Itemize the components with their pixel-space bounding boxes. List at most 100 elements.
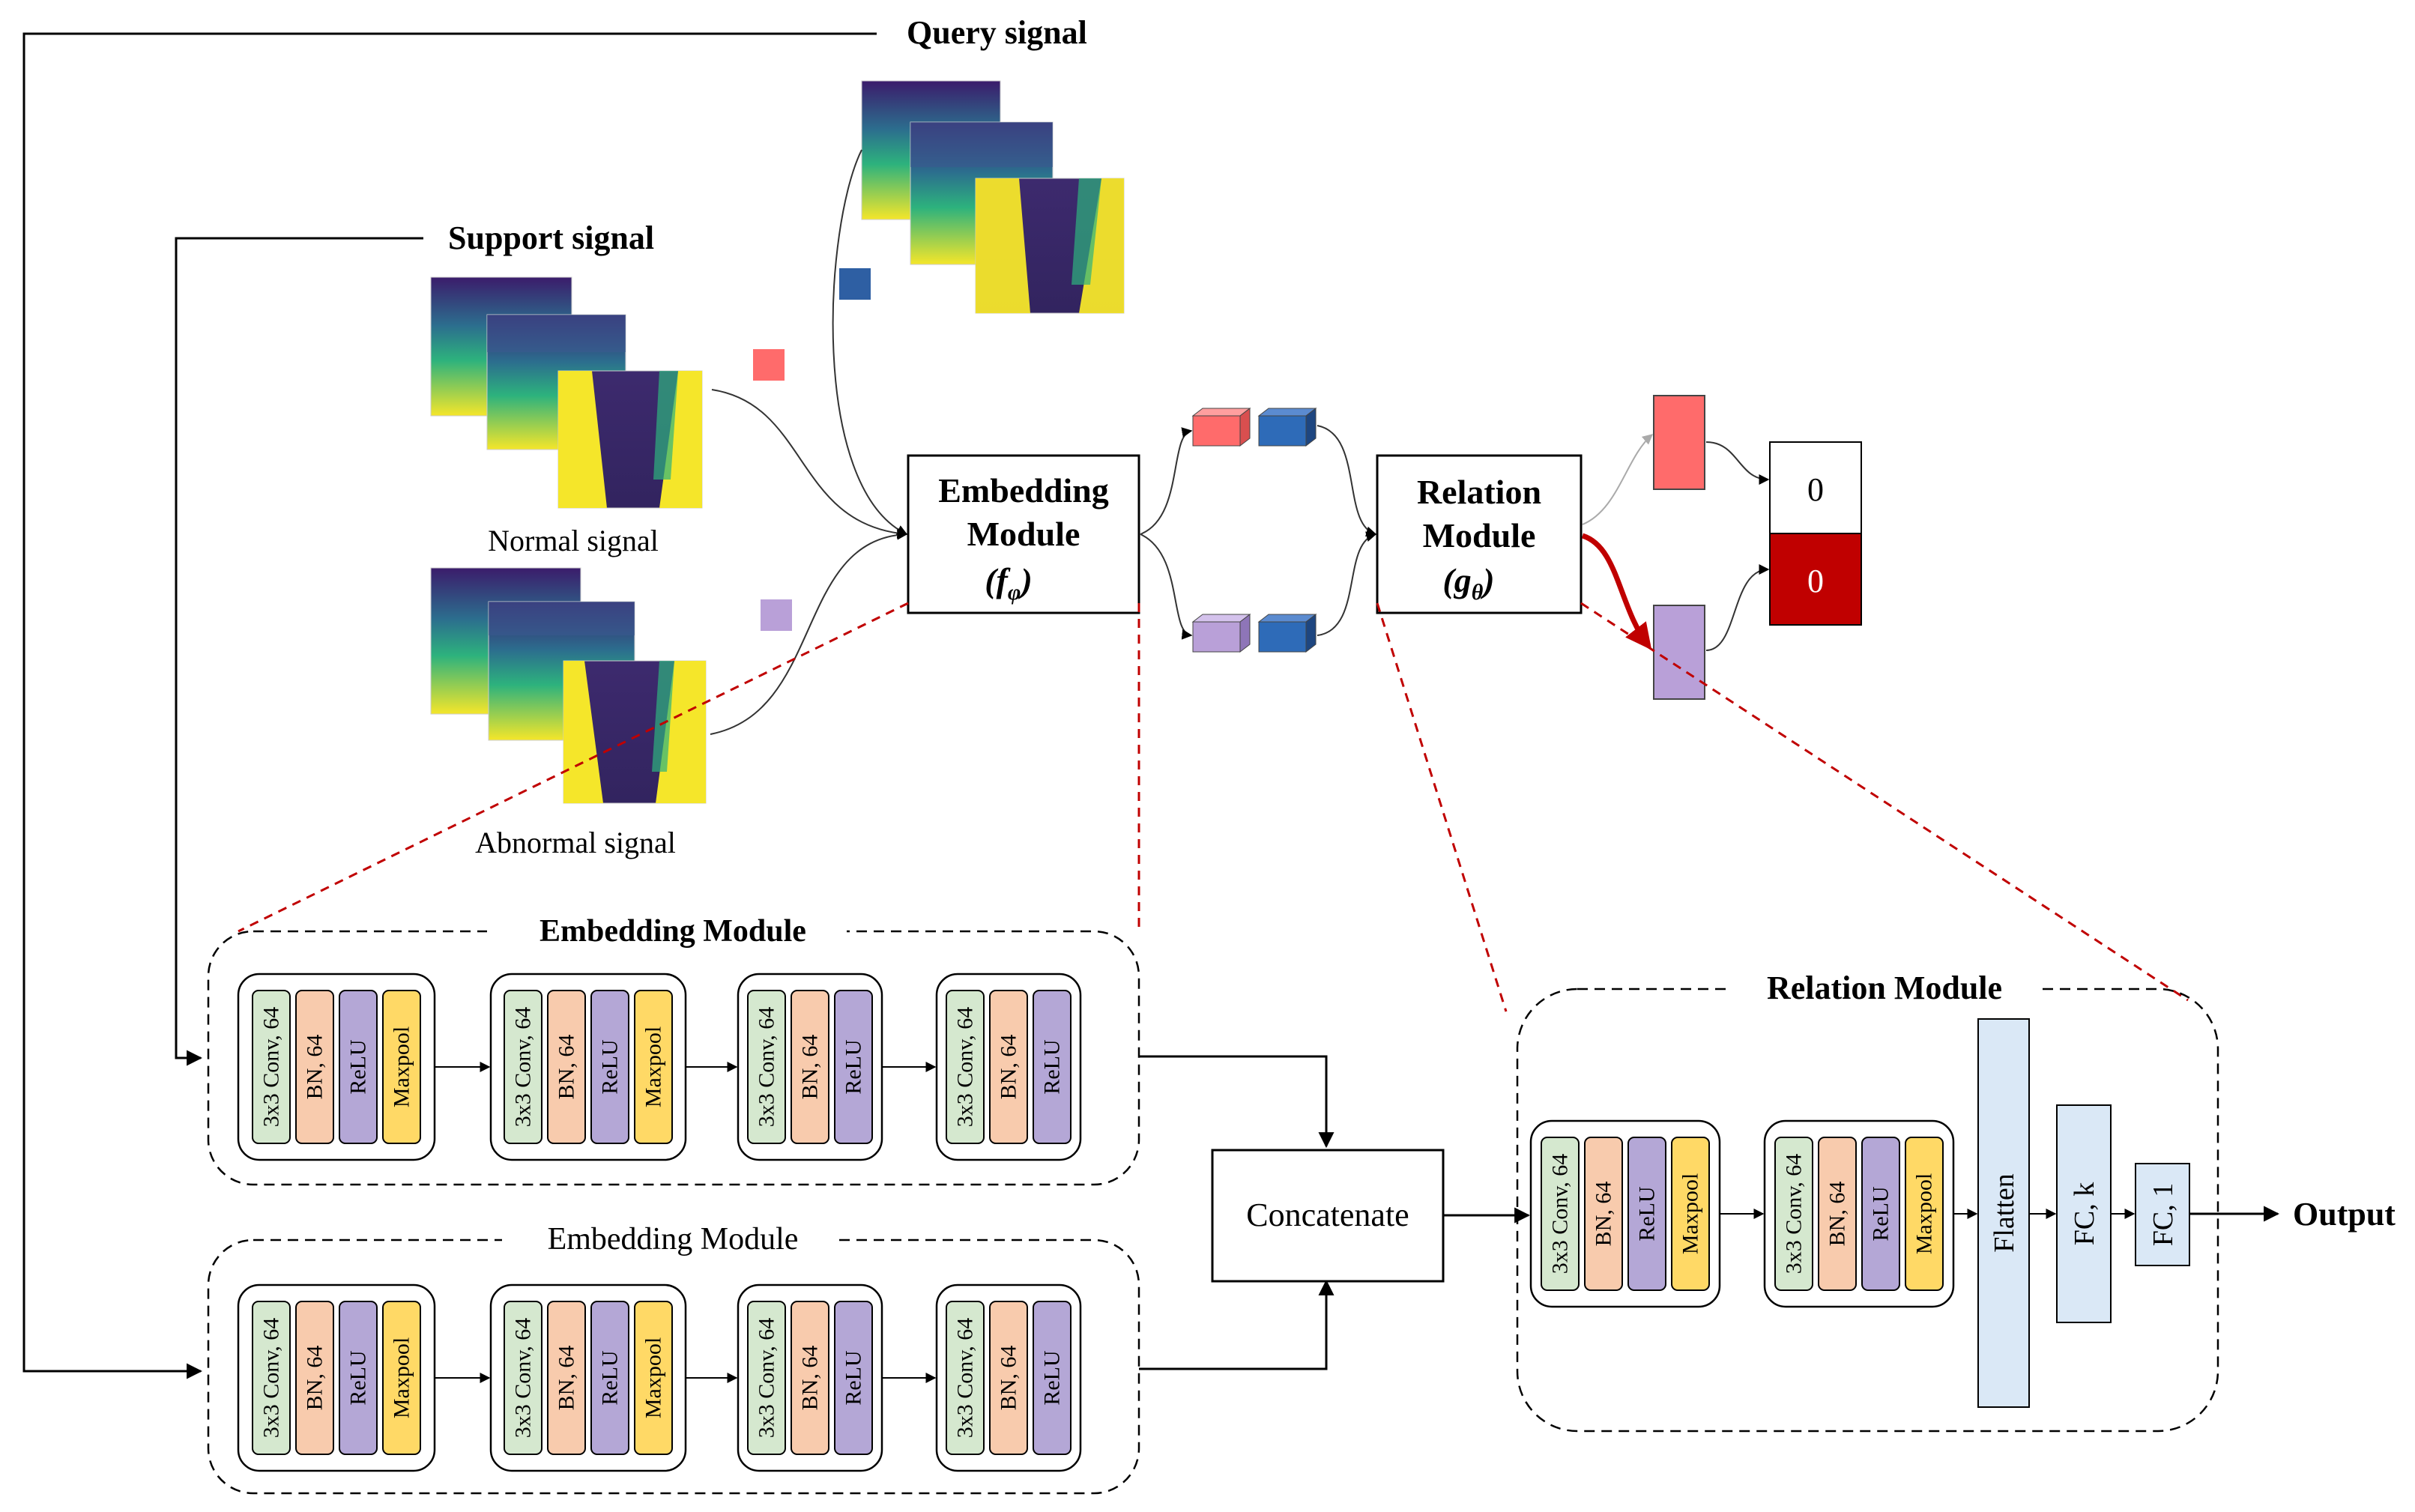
purple-feature-cube (1191, 613, 1251, 653)
embedding-symbol: (fφ) (985, 561, 1033, 605)
layer-label-relu: ReLU (598, 1350, 623, 1406)
layer-label-bn: BN, 64 (798, 1035, 823, 1100)
layer-label-maxpool: Maxpool (1678, 1173, 1703, 1254)
layer-label-conv: 3x3 Conv, 64 (755, 1007, 779, 1128)
abnormal-signal-label: Abnormal signal (475, 826, 676, 859)
layer-label-conv: 3x3 Conv, 64 (953, 1318, 978, 1439)
abnormal-feature-square (761, 599, 792, 631)
support-signal-label: Support signal (448, 220, 654, 256)
layer-conv: 3x3 Conv, 64 (747, 1301, 786, 1455)
embedding-module-detail-support: Embedding Module (207, 905, 1140, 1186)
support-signal-line (175, 237, 423, 1066)
conv-block: 3x3 Conv, 64 BN, 64 ReLU (737, 1283, 883, 1472)
layer-label-relu: ReLU (841, 1350, 866, 1406)
layer-label-relu: ReLU (598, 1039, 623, 1095)
layer-relu: ReLU (1033, 990, 1072, 1144)
relation-symbol: (gθ) (1442, 561, 1494, 605)
layer-conv: 3x3 Conv, 64 (946, 1301, 985, 1455)
score-top-value: 0 (1807, 471, 1824, 508)
layer-bn: BN, 64 (295, 990, 334, 1144)
layer-conv: 3x3 Conv, 64 (252, 990, 291, 1144)
relation-module-detail: Relation Module (1516, 961, 2219, 1433)
conv-block: 3x3 Conv, 64 BN, 64 ReLU (935, 1283, 1082, 1472)
embedding-title-line2: Module (967, 515, 1080, 553)
fc-1-label: FC, 1 (2147, 1183, 2179, 1246)
layer-label-relu: ReLU (1635, 1186, 1660, 1242)
layer-label-maxpool: Maxpool (390, 1337, 414, 1418)
layer-label-maxpool: Maxpool (641, 1337, 666, 1418)
relation-title-line2: Module (1423, 516, 1536, 554)
embedding-output-curves (1140, 427, 1193, 640)
layer-bn: BN, 64 (989, 1301, 1028, 1455)
layer-label-bn: BN, 64 (1592, 1182, 1616, 1247)
fc-k-label: FC, k (2069, 1182, 2100, 1245)
layer-relu: ReLU (339, 1301, 378, 1455)
layer-label-bn: BN, 64 (798, 1346, 823, 1411)
conv-block: 3x3 Conv, 64 BN, 64 ReLU Maxpool (489, 1283, 687, 1472)
red-score-bar (1653, 395, 1705, 490)
embedding-module-detail-title-plain: Embedding Module (548, 1222, 799, 1257)
relation-module-detail-title: Relation Module (1767, 970, 2002, 1006)
relation-title-line1: Relation (1417, 473, 1541, 511)
layer-label-relu: ReLU (346, 1039, 371, 1095)
layer-label-relu: ReLU (1040, 1350, 1065, 1406)
embedding-module-detail-title: Embedding Module (539, 914, 806, 949)
layer-relu: ReLU (1627, 1137, 1666, 1291)
concatenated-features-abnormal (1191, 613, 1317, 653)
layer-maxpool: Maxpool (1671, 1137, 1710, 1291)
layer-label-bn: BN, 64 (554, 1035, 579, 1100)
concatenate-box: Concatenate (1211, 1149, 1445, 1283)
layer-label-bn: BN, 64 (997, 1346, 1021, 1411)
layer-relu: ReLU (590, 1301, 629, 1455)
query-signal-line (22, 32, 877, 1379)
concatenate-label: Concatenate (1246, 1197, 1409, 1233)
layer-relu: ReLU (339, 990, 378, 1144)
layer-label-bn: BN, 64 (554, 1346, 579, 1411)
layer-label-relu: ReLU (1869, 1186, 1893, 1242)
normal-spectrogram-stack (430, 276, 703, 509)
normal-feature-square (753, 349, 785, 381)
layer-maxpool: Maxpool (634, 1301, 673, 1455)
relation-module-box: Relation Module (gθ) (1376, 454, 1583, 614)
layer-label-conv: 3x3 Conv, 64 (755, 1318, 779, 1439)
layer-conv: 3x3 Conv, 64 (1541, 1137, 1580, 1291)
flatten-layer: Flatten (1977, 1018, 2030, 1408)
fc-k-layer: FC, k (2056, 1104, 2112, 1323)
layer-label-bn: BN, 64 (303, 1346, 327, 1411)
layer-bn: BN, 64 (295, 1301, 334, 1455)
embedding-title-line1: Embedding (938, 471, 1109, 509)
layer-maxpool: Maxpool (382, 1301, 421, 1455)
purple-score-bar (1653, 605, 1705, 700)
layer-label-conv: 3x3 Conv, 64 (953, 1007, 978, 1128)
layer-conv: 3x3 Conv, 64 (252, 1301, 291, 1455)
layer-label-maxpool: Maxpool (641, 1026, 666, 1107)
embedding-module-box: Embedding Module (fφ) (907, 454, 1140, 614)
layer-label-bn: BN, 64 (997, 1035, 1021, 1100)
layer-conv: 3x3 Conv, 64 (504, 1301, 542, 1455)
layer-label-relu: ReLU (346, 1350, 371, 1406)
input-curves (710, 149, 908, 735)
layer-bn: BN, 64 (989, 990, 1028, 1144)
layer-label-conv: 3x3 Conv, 64 (511, 1318, 536, 1439)
layer-relu: ReLU (834, 1301, 873, 1455)
layer-maxpool: Maxpool (382, 990, 421, 1144)
layer-bn: BN, 64 (1584, 1137, 1623, 1291)
query-signal-label: Query signal (907, 14, 1087, 51)
red-feature-cube (1191, 407, 1251, 447)
layer-conv: 3x3 Conv, 64 (504, 990, 542, 1144)
layer-relu: ReLU (1033, 1301, 1072, 1455)
score-bottom-value: 0 (1807, 563, 1824, 599)
query-feature-square (839, 268, 871, 300)
blue-feature-cube (1257, 407, 1317, 447)
score-output-box: 0 0 (1769, 441, 1862, 626)
conv-block: 3x3 Conv, 64 BN, 64 ReLU Maxpool (1529, 1119, 1721, 1308)
layer-bn: BN, 64 (791, 1301, 829, 1455)
conv-block: 3x3 Conv, 64 BN, 64 ReLU Maxpool (489, 973, 687, 1161)
